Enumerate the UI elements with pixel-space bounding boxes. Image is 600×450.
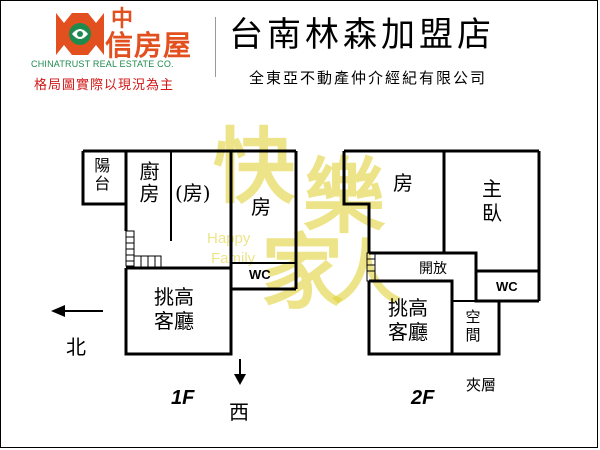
room-wc-1f: WC: [249, 267, 271, 282]
wall-segment: [342, 151, 371, 253]
room-open-area: 開放: [419, 261, 447, 277]
room-bedroom-1f: 房: [251, 195, 271, 219]
room-kitchen: 廚房: [136, 161, 160, 205]
watermark-char: 人: [331, 231, 401, 314]
floor1-walls: [81, 149, 298, 356]
watermark-char: 快: [213, 119, 296, 215]
wall-segment: [124, 268, 233, 356]
logo-english-name: CHINATRUST REAL ESTATE CO.: [31, 59, 174, 69]
room-living-1f: 挑高客廳: [154, 285, 194, 333]
room-bedroom-2f: 房: [393, 171, 413, 195]
compass-arrows: [51, 305, 246, 385]
wall-segment: [444, 251, 539, 273]
room-balcony: 陽台: [91, 157, 111, 193]
room-master-bedroom: 主臥: [482, 177, 502, 225]
header-divider: [215, 17, 216, 77]
stairs-icon: [366, 252, 376, 282]
mezzanine-label: 夾層: [466, 376, 497, 394]
wall-segment: [369, 279, 454, 301]
wall-segment: [451, 283, 476, 302]
disclaimer-text: 格局圖實際以現況為主: [34, 78, 175, 93]
compass-north-label: 北: [66, 335, 86, 359]
wall-segment: [367, 281, 501, 356]
company-name: 全東亞不動產仲介經紀有限公司: [249, 69, 488, 87]
floor2-walls: [342, 149, 541, 356]
floor-label-2f: 2F: [411, 387, 435, 409]
store-name: 台南林森加盟店: [229, 15, 495, 55]
room-living-2f: 挑高客廳: [388, 296, 428, 344]
compass-west-label: 西: [229, 400, 249, 424]
north-arrow-icon: [51, 305, 65, 317]
chinatrust-logo-icon: [56, 13, 104, 55]
room-paren: (房): [175, 181, 211, 205]
watermark-happy: Happy: [207, 230, 251, 247]
logo-chinese-name: 中 信房屋: [105, 7, 193, 62]
west-arrow-icon: [234, 374, 246, 385]
floor-label-1f: 1F: [171, 387, 195, 409]
room-wc-2f: WC: [496, 279, 518, 294]
room-empty-space: 空間: [465, 308, 481, 344]
wall-segment: [81, 151, 128, 206]
watermark-char: 家: [261, 225, 344, 321]
